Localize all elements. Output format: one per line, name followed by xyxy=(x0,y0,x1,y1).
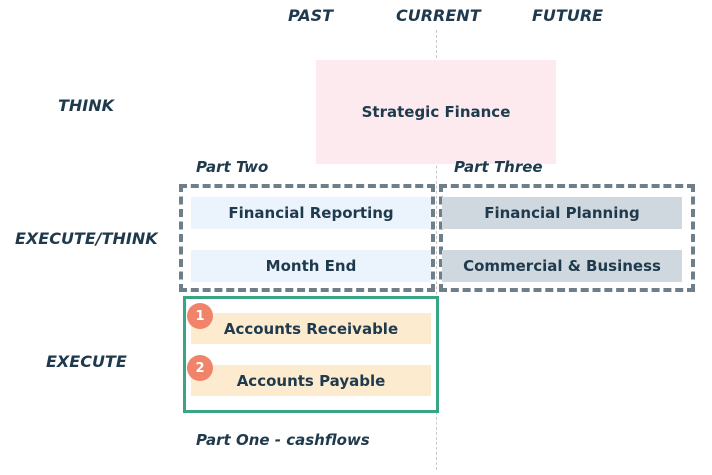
part-two-frame xyxy=(179,184,435,292)
part-three-frame xyxy=(439,184,695,292)
accounts-receivable-box: Accounts Receivable xyxy=(191,313,431,344)
row-header-think: THINK xyxy=(58,96,115,115)
accounts-payable-box: Accounts Payable xyxy=(191,365,431,396)
financial-reporting-box: Financial Reporting xyxy=(191,197,431,229)
month-end-box: Month End xyxy=(191,250,431,282)
column-header-future: FUTURE xyxy=(532,6,604,25)
step-badge-2: 2 xyxy=(187,355,213,381)
commercial-business-box: Commercial & Business xyxy=(442,250,682,282)
row-header-execute-think: EXECUTE/THINK xyxy=(15,229,158,248)
financial-planning-box: Financial Planning xyxy=(442,197,682,229)
strategic-finance-box: Strategic Finance xyxy=(316,60,556,164)
column-header-past: PAST xyxy=(288,6,334,25)
part-one-frame xyxy=(183,296,439,413)
current-divider xyxy=(436,30,437,470)
row-header-execute: EXECUTE xyxy=(46,352,127,371)
part-two-label: Part Two xyxy=(196,158,269,176)
part-three-label: Part Three xyxy=(454,158,543,176)
column-header-current: CURRENT xyxy=(396,6,481,25)
part-one-label: Part One - cashflows xyxy=(196,431,370,449)
step-badge-1: 1 xyxy=(187,303,213,329)
